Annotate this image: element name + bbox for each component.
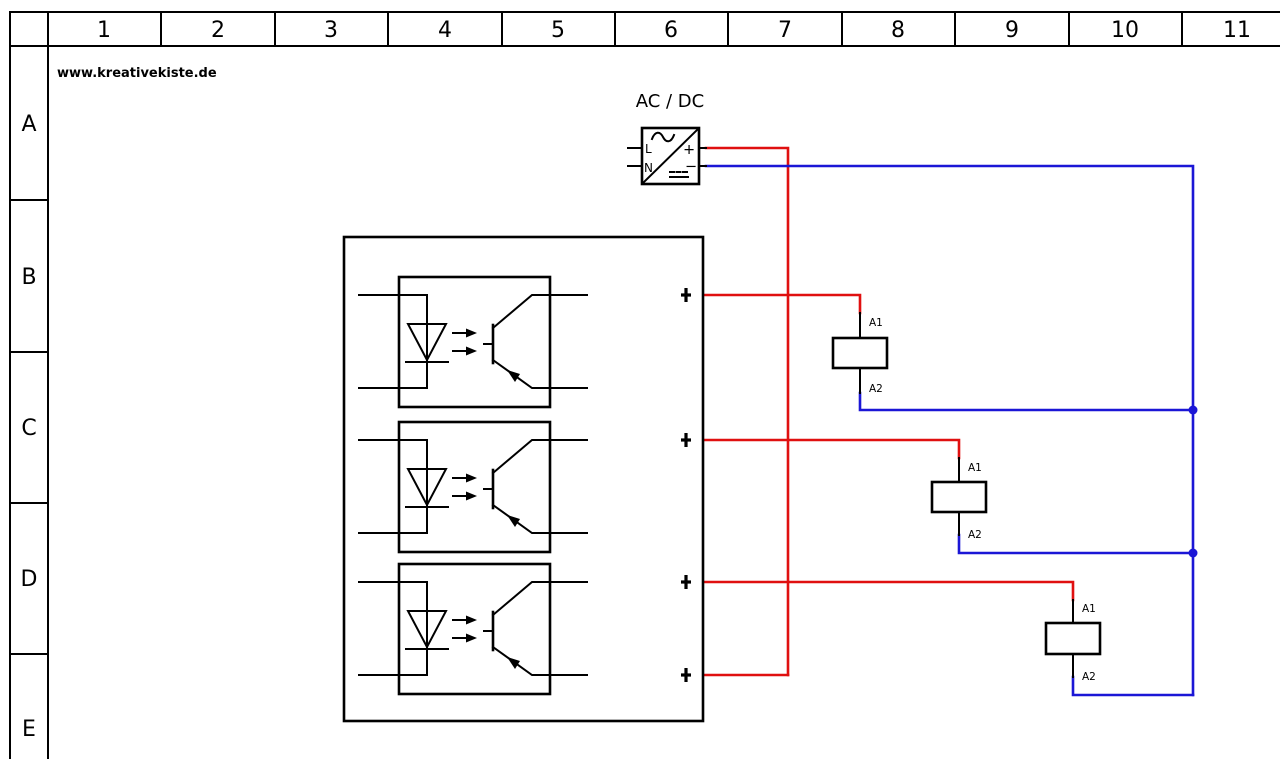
emitter-lead: [491, 358, 588, 389]
led-symbol: [405, 581, 449, 676]
light-emission-arrow-icon: [452, 473, 477, 501]
terminal-marker: [681, 668, 691, 682]
relay-coil-body: [1044, 621, 1102, 656]
optocoupler-2: [358, 420, 588, 554]
led-triangle: [406, 610, 448, 650]
optocoupler-3: [358, 562, 588, 696]
led-symbol: [405, 294, 449, 389]
phototransistor-symbol: [483, 294, 588, 389]
site-label: www.kreativekiste.de: [57, 66, 217, 81]
terminal-marker: [681, 433, 691, 447]
relay-terminal-label: A1: [968, 462, 982, 474]
terminal-marker: [681, 288, 691, 302]
led-triangle: [406, 323, 448, 363]
terminal-marker: [681, 575, 691, 589]
optocoupler-body: [397, 275, 552, 409]
relay-terminal-label: A1: [869, 317, 883, 329]
collector-lead: [491, 294, 588, 330]
ac-dc-diagonal: [641, 127, 700, 185]
relay-coil-body: [930, 480, 988, 514]
junction-dot: [1188, 548, 1198, 558]
relay-1: A1 A2: [831, 312, 889, 395]
relay-terminal-label: A2: [1082, 671, 1096, 683]
negative-wires: [704, 164, 1198, 697]
ac-sine-icon: [650, 131, 676, 143]
positive-supply-wire: [704, 146, 790, 677]
column-label: 8: [891, 18, 905, 43]
phototransistor-symbol: [483, 439, 588, 534]
relay-terminal-label: A1: [1082, 603, 1096, 615]
led-triangle: [406, 468, 448, 508]
phototransistor-symbol: [483, 581, 588, 676]
light-emission-arrow-icon: [452, 328, 477, 356]
emitter-arrow-head: [507, 657, 520, 669]
relay2-return-wire: [957, 533, 1195, 555]
optocoupler-body: [397, 562, 552, 696]
optocoupler-1: [358, 275, 588, 409]
arrow-head: [466, 633, 477, 643]
emitter-arrow-head: [507, 370, 520, 382]
grid-frame: 1 2 3 4 5 6 7 8 9 10 11 A B C D E: [9, 11, 1280, 759]
row-label: B: [21, 265, 36, 290]
emitter-arrow-head: [507, 515, 520, 527]
terminal-plus-label: +: [683, 142, 695, 158]
column-label: 4: [438, 18, 452, 43]
relay1-return-wire: [858, 391, 1195, 412]
row-label: D: [21, 567, 38, 592]
dc-symbol-icon: [669, 171, 689, 178]
terminal-minus-label: −: [685, 159, 697, 175]
optocoupler-body: [397, 420, 552, 554]
ac-dc-converter: AC / DC L N + −: [627, 91, 707, 186]
light-emission-arrow-icon: [452, 615, 477, 643]
column-label: 11: [1223, 18, 1251, 43]
relay-2: A1 A2: [930, 457, 988, 541]
arrow-head: [466, 328, 477, 338]
column-label: 2: [211, 18, 225, 43]
emitter-lead: [491, 503, 588, 534]
arrow-head: [466, 346, 477, 356]
terminal-markers: [681, 288, 691, 682]
relay-3: A1 A2: [1044, 599, 1102, 683]
column-label: 10: [1111, 18, 1139, 43]
column-label: 3: [324, 18, 338, 43]
opto2-collector-wire: [585, 438, 961, 460]
terminal-l-label: L: [645, 142, 652, 156]
arrow-head: [466, 491, 477, 501]
led-symbol: [405, 439, 449, 534]
relay-terminal-label: A2: [968, 529, 982, 541]
junction-dot: [1188, 405, 1198, 415]
terminal-n-label: N: [644, 161, 653, 175]
row-label: A: [21, 112, 36, 137]
row-label: C: [21, 416, 36, 441]
column-label: 7: [778, 18, 792, 43]
relay-terminal-label: A2: [869, 383, 883, 395]
opto3-collector-wire: [585, 580, 1075, 602]
arrow-head: [466, 615, 477, 625]
collector-lead: [491, 581, 588, 617]
column-label: 9: [1005, 18, 1019, 43]
ac-dc-title: AC / DC: [636, 91, 705, 112]
collector-lead: [491, 439, 588, 475]
relay-coil-body: [831, 336, 889, 370]
column-label: 5: [551, 18, 565, 43]
relay3-return-wire: [1071, 675, 1195, 697]
row-label: E: [22, 717, 36, 742]
column-label: 1: [97, 18, 111, 43]
negative-supply-wire: [704, 164, 1195, 697]
arrow-head: [466, 473, 477, 483]
emitter-lead: [491, 645, 588, 676]
column-label: 6: [664, 18, 678, 43]
